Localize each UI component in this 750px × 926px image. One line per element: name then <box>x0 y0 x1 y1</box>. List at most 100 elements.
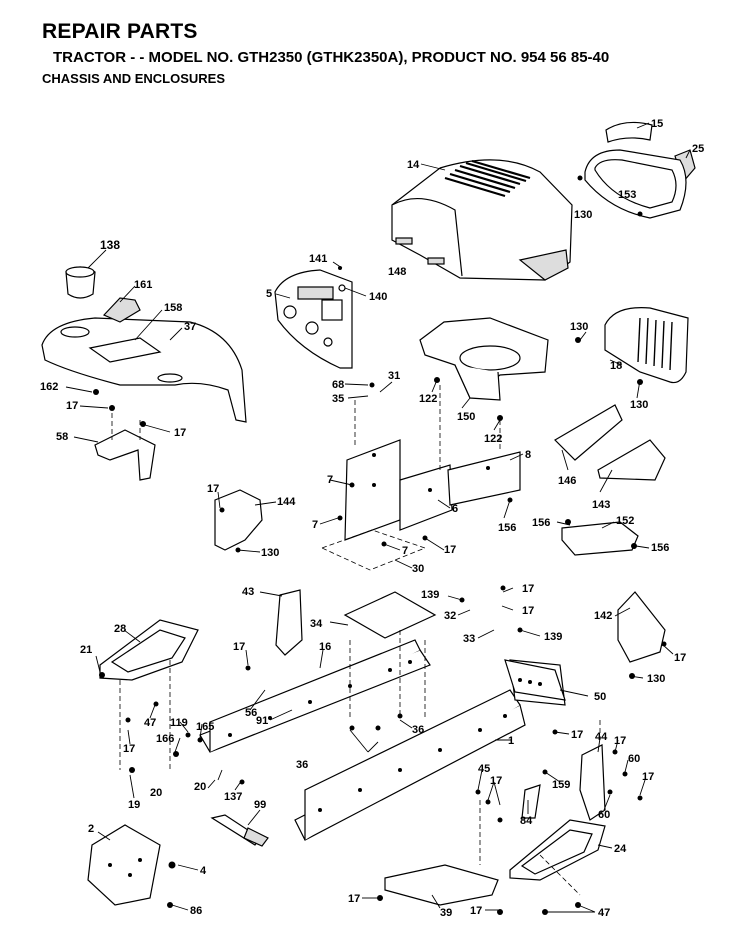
callout-1: 1 <box>508 735 514 747</box>
callout-165: 165 <box>196 721 214 733</box>
callout-17-g: 17 <box>674 652 686 664</box>
callout-130-b: 130 <box>570 321 588 333</box>
part-holddown <box>561 521 639 556</box>
callout-24: 24 <box>614 843 627 855</box>
callout-7-c: 7 <box>402 545 408 557</box>
callout-146: 146 <box>558 475 576 487</box>
callout-138: 138 <box>100 238 120 252</box>
callout-130-c: 130 <box>630 399 648 411</box>
callout-20-a: 20 <box>150 787 162 799</box>
part-rear-bracket <box>384 864 499 906</box>
callout-31: 31 <box>388 370 400 382</box>
part-bracket-43 <box>275 589 303 656</box>
callout-19: 19 <box>128 799 140 811</box>
callout-32: 32 <box>444 610 456 622</box>
callout-16: 16 <box>319 641 331 653</box>
callout-36-a: 36 <box>412 724 424 736</box>
callout-7-b: 7 <box>312 519 318 531</box>
hardware <box>93 175 667 915</box>
callout-60-b: 60 <box>598 809 610 821</box>
callout-153: 153 <box>618 189 636 201</box>
callout-140: 140 <box>369 291 387 303</box>
part-side-panel <box>604 307 689 384</box>
part-bracket-50 <box>504 659 566 701</box>
callout-37: 37 <box>184 321 196 333</box>
callout-17-b: 17 <box>174 427 186 439</box>
callout-68: 68 <box>332 379 344 391</box>
part-dash-panel <box>41 317 247 423</box>
callout-20-b: 20 <box>194 781 206 793</box>
callout-142: 142 <box>594 610 612 622</box>
part-hood <box>391 159 573 281</box>
callout-161: 161 <box>134 279 152 291</box>
callout-28: 28 <box>114 623 126 635</box>
callout-7-a: 7 <box>327 474 333 486</box>
part-battery-box <box>419 317 549 401</box>
callout-130-a: 130 <box>574 209 592 221</box>
callout-17-c: 17 <box>444 544 456 556</box>
callout-17-d: 17 <box>207 483 219 495</box>
part-tunnel-cover <box>554 404 666 481</box>
callout-122-b: 122 <box>484 433 502 445</box>
part-lever-99 <box>210 814 269 847</box>
callout-30: 30 <box>412 563 424 575</box>
callout-119: 119 <box>170 717 188 729</box>
callout-17-e: 17 <box>522 583 534 595</box>
part-footrest-right <box>509 819 606 881</box>
section-title: CHASSIS AND ENCLOSURES <box>42 71 225 86</box>
callout-122-a: 122 <box>419 393 437 405</box>
callout-17-m: 17 <box>642 771 654 783</box>
callout-43: 43 <box>242 586 254 598</box>
callout-58: 58 <box>56 431 68 443</box>
callout-36-b: 36 <box>296 759 308 771</box>
callout-156-b: 156 <box>532 517 550 529</box>
callout-35: 35 <box>332 393 344 405</box>
callout-4: 4 <box>200 865 207 877</box>
callout-144: 144 <box>277 496 296 508</box>
callout-6: 6 <box>452 503 458 515</box>
callout-162: 162 <box>40 381 58 393</box>
callout-156-a: 156 <box>498 522 516 534</box>
callout-18: 18 <box>610 360 622 372</box>
model-line: TRACTOR - - MODEL NO. GTH2350 (GTHK2350A… <box>53 49 610 66</box>
callout-17-o: 17 <box>470 905 482 917</box>
callout-33: 33 <box>463 633 475 645</box>
part-bracket <box>214 489 263 551</box>
callout-166: 166 <box>156 733 174 745</box>
callout-47-b: 47 <box>598 907 610 919</box>
part-gauge <box>102 297 141 323</box>
callout-14: 14 <box>407 159 420 171</box>
callout-34: 34 <box>310 618 323 630</box>
callout-39: 39 <box>440 907 452 919</box>
callout-159: 159 <box>552 779 570 791</box>
callouts: 15 25 14 153 130 148 138 141 140 5 161 1… <box>40 118 704 919</box>
callout-50: 50 <box>594 691 606 703</box>
part-lever-84 <box>521 784 541 819</box>
part-instrument-panel <box>274 269 353 369</box>
callout-17-i: 17 <box>123 743 135 755</box>
callout-139-b: 139 <box>544 631 562 643</box>
part-front-plate <box>87 824 161 906</box>
callout-141: 141 <box>309 253 327 265</box>
callout-5: 5 <box>266 288 272 300</box>
callout-148: 148 <box>388 266 406 278</box>
assembly-lines <box>111 385 601 896</box>
callout-17-k: 17 <box>614 735 626 747</box>
callout-158: 158 <box>164 302 182 314</box>
callout-21: 21 <box>80 644 92 656</box>
callout-56: 56 <box>245 707 257 719</box>
callout-44: 44 <box>595 731 608 743</box>
callout-150: 150 <box>457 411 475 423</box>
callout-137: 137 <box>224 791 242 803</box>
part-grille-frame <box>584 149 687 219</box>
part-firewall <box>320 439 521 571</box>
callout-17-a: 17 <box>66 400 78 412</box>
callout-130-e: 130 <box>647 673 665 685</box>
part-bracket-58 <box>94 429 156 481</box>
callout-8: 8 <box>525 449 531 461</box>
callout-17-f: 17 <box>522 605 534 617</box>
callout-17-l: 17 <box>490 775 502 787</box>
callout-17-j: 17 <box>571 729 583 741</box>
page-title: REPAIR PARTS <box>42 20 198 43</box>
callout-99: 99 <box>254 799 266 811</box>
